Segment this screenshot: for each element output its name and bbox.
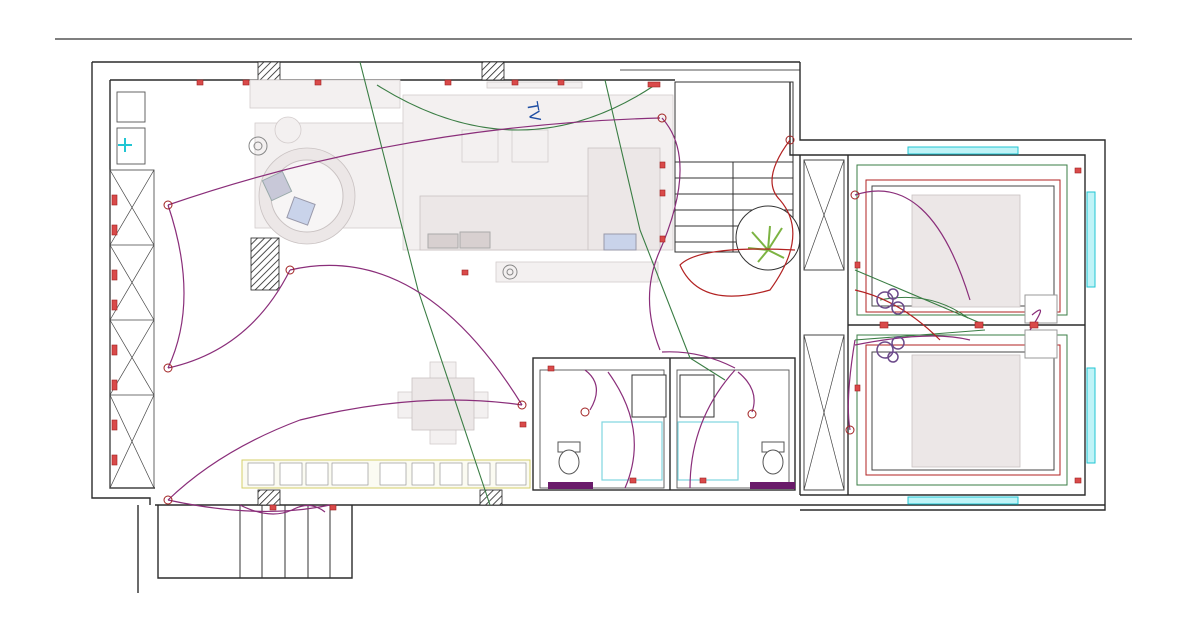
bedrooms	[799, 146, 1096, 505]
toilet-symbol	[557, 441, 785, 475]
left-cabinets	[109, 91, 155, 489]
green-circuit-lines	[359, 61, 986, 506]
electrical-circuits	[167, 117, 1042, 515]
red-circuits	[679, 139, 941, 341]
plant-icon	[735, 205, 801, 271]
kitchen-counter	[241, 459, 531, 489]
ceiling-lamp-symbol	[876, 288, 905, 363]
tv-label: TV	[523, 100, 544, 124]
socket-symbol	[111, 79, 1082, 511]
ceiling-lamps	[163, 113, 860, 505]
bathrooms	[532, 357, 796, 491]
living-room-furniture: TV	[248, 79, 674, 445]
